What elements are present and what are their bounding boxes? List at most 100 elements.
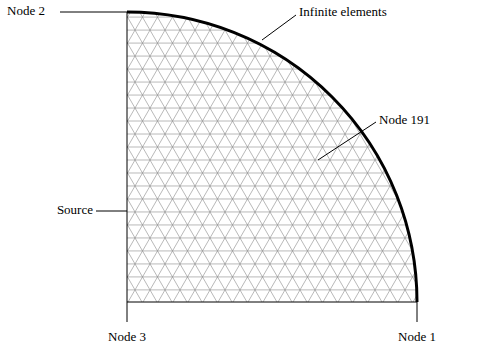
- mesh-line: [0, 76, 176, 356]
- mesh-line: [0, 0, 188, 251]
- mesh-line: [30, 17, 497, 18]
- mesh-line: [364, 0, 497, 244]
- mesh-line: [26, 0, 266, 296]
- mesh-line: [150, 0, 390, 356]
- mesh-line: [353, 69, 497, 356]
- mesh-line: [30, 289, 497, 290]
- mesh-line: [105, 0, 345, 342]
- mesh-line: [218, 0, 458, 329]
- mesh-line: [30, 147, 497, 148]
- boundary-label: Source: [56, 203, 94, 217]
- infinite-element-arc: [127, 12, 417, 302]
- mesh-line: [0, 63, 199, 356]
- mesh-line: [206, 0, 446, 335]
- mesh-line: [49, 0, 289, 309]
- mesh-line: [15, 0, 255, 290]
- mesh-line: [0, 0, 221, 270]
- mesh-line: [173, 0, 413, 356]
- mesh-line: [30, 134, 497, 135]
- mesh-line: [38, 0, 278, 303]
- mesh-line: [330, 0, 497, 264]
- mesh-line: [229, 0, 469, 356]
- mesh-line: [4, 0, 244, 283]
- mesh-line: [0, 56, 210, 356]
- mesh-line: [150, 0, 390, 356]
- mesh-line: [94, 0, 334, 356]
- mesh-line: [116, 0, 356, 356]
- mesh-line: [71, 0, 311, 322]
- mesh-line: [30, 43, 497, 44]
- mesh-line: [30, 172, 497, 173]
- mesh-line: [30, 69, 497, 70]
- region-label: Infinite elements: [298, 5, 388, 19]
- mesh-line: [0, 50, 221, 356]
- mesh-line: [30, 237, 497, 238]
- mesh-line: [240, 4, 480, 356]
- mesh-line: [330, 56, 497, 356]
- tick-line: [417, 302, 418, 322]
- mesh-line: [308, 0, 497, 277]
- mesh-line: [105, 0, 345, 356]
- leader-line: [96, 211, 127, 212]
- mesh-line: [251, 11, 491, 356]
- mesh-line: [30, 224, 497, 225]
- mesh-line: [30, 82, 497, 83]
- source-boundary: [127, 12, 128, 302]
- mesh-line: [0, 69, 188, 356]
- mesh-line: [49, 11, 289, 356]
- mesh-line: [251, 0, 491, 309]
- mesh-line: [0, 0, 199, 257]
- mesh-line: [15, 30, 255, 356]
- mesh-line: [30, 354, 497, 355]
- mesh-line: [30, 276, 497, 277]
- mesh-line: [30, 315, 497, 316]
- mesh-line: [0, 0, 233, 277]
- mesh-line: [218, 0, 458, 356]
- mesh-line: [30, 56, 497, 57]
- mesh-line: [139, 0, 379, 356]
- mesh-line: [30, 185, 497, 186]
- mesh-line: [0, 43, 233, 356]
- mesh-line: [83, 0, 323, 329]
- mesh-line: [285, 0, 497, 290]
- mesh-line: [195, 0, 435, 356]
- node-label: Node 191: [378, 113, 431, 127]
- mesh-line: [30, 30, 497, 31]
- mesh-line: [263, 0, 497, 303]
- mesh-line: [206, 0, 446, 356]
- mesh-line: [0, 0, 210, 264]
- mesh-line: [30, 198, 497, 199]
- mesh-line: [94, 0, 334, 335]
- node-label: Node 1: [397, 330, 437, 344]
- mesh-line: [30, 250, 497, 251]
- mesh-line: [341, 63, 497, 356]
- mesh-line: [364, 76, 497, 356]
- mesh-line: [30, 302, 497, 303]
- mesh-line: [4, 37, 244, 356]
- mesh-line: [60, 4, 300, 356]
- leader-line: [262, 15, 296, 40]
- mesh-line: [30, 160, 497, 161]
- mesh-line: [161, 0, 401, 356]
- tick-line: [127, 302, 128, 322]
- mesh-line: [308, 43, 497, 356]
- mesh-line: [30, 4, 497, 5]
- mesh-line: [319, 50, 497, 356]
- mesh-line: [83, 0, 323, 356]
- mesh-line: [0, 0, 176, 244]
- mesh-line: [296, 0, 497, 283]
- mesh-line: [30, 108, 497, 109]
- leader-line: [60, 12, 127, 13]
- mesh-line: [30, 211, 497, 212]
- mesh-line: [139, 0, 379, 356]
- bottom-boundary: [127, 302, 417, 303]
- node-label: Node 2: [6, 4, 46, 18]
- node-label: Node 3: [107, 330, 147, 344]
- mesh-line: [341, 0, 497, 257]
- mesh-line: [240, 0, 480, 316]
- mesh-line: [38, 17, 278, 356]
- mesh-line: [30, 263, 497, 264]
- mesh-line: [30, 95, 497, 96]
